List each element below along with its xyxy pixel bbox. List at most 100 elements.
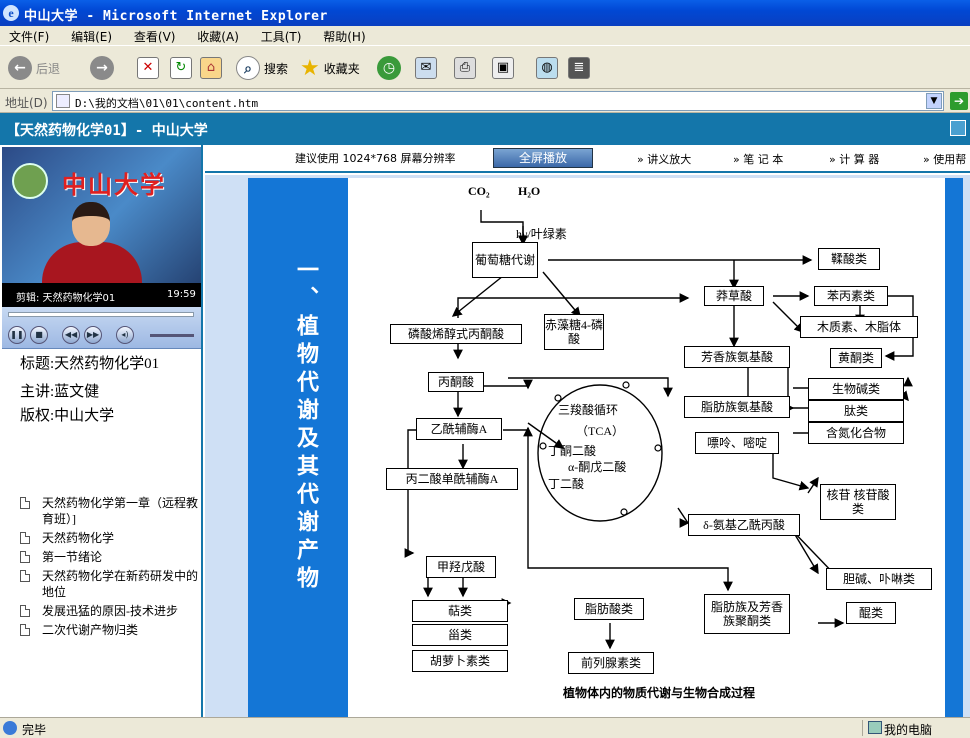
node-pep: 磷酸烯醇式丙酮酸 — [390, 324, 522, 344]
lecturer-head — [72, 202, 110, 246]
pause-button[interactable]: ❚❚ — [8, 326, 26, 344]
refresh-button[interactable]: ↻ — [170, 55, 192, 81]
back-arrow-icon: ← — [8, 56, 32, 80]
succinate-label: 丁二酸 — [548, 477, 585, 491]
document-icon — [20, 624, 30, 636]
node-glucose: 葡萄糖代谢 — [472, 242, 538, 278]
history-icon: ◷ — [377, 56, 401, 80]
slide-heading: 一、植物代谢及其代谢产物 — [293, 258, 319, 594]
document-icon — [20, 551, 30, 563]
mute-button[interactable]: ◂) — [116, 326, 134, 344]
node-n-compound: 含氮化合物 — [808, 422, 904, 444]
left-panel: 中山大学 剪辑: 天然药物化学01 19:59 ❚❚ ■ ◀◀ ▶▶ ◂) 标题… — [0, 145, 203, 717]
nav-help[interactable]: » 使用帮 — [923, 153, 967, 166]
stop-button[interactable]: ✕ — [137, 55, 159, 81]
node-flavonoid: 黄酮类 — [830, 348, 882, 368]
node-purine: 嘌呤、嘧啶 — [695, 432, 779, 454]
messenger-button[interactable]: ≣ — [568, 55, 590, 81]
chapter-link[interactable]: 天然药物化学 — [20, 530, 198, 546]
discuss-button[interactable]: ◍ — [536, 55, 558, 81]
node-aliphatic-aa: 脂肪族氨基酸 — [684, 396, 790, 418]
volume-slider[interactable] — [150, 334, 194, 337]
go-button[interactable]: ➔ — [950, 92, 968, 110]
node-shikimic: 莽草酸 — [704, 286, 764, 306]
media-player-controls: ❚❚ ■ ◀◀ ▶▶ ◂) — [2, 307, 201, 349]
edit-icon: ▣ — [492, 57, 514, 79]
page-done-icon — [3, 721, 17, 735]
toolbar: ← 后退 → ✕ ↻ ⌂ ⌕ 搜索 ★ 收藏夹 ◷ ✉ ⎙ ▣ ◍ ≣ — [0, 47, 970, 89]
clip-label: 剪辑: 天然药物化学01 — [16, 293, 116, 304]
slide-sidebar: 一、植物代谢及其代谢产物 — [248, 178, 348, 717]
site-title: 【天然药物化学01】- 中山大学 — [6, 123, 208, 139]
video-school-name: 中山大学 — [62, 170, 166, 199]
node-nucleoside: 核苷 核苷酸类 — [820, 484, 896, 520]
address-bar: 地址(D) D:\我的文档\01\01\content.htm ▼ ➔ — [0, 90, 970, 113]
restore-icon[interactable] — [950, 120, 966, 136]
node-quinone: 醌类 — [846, 602, 896, 624]
node-malonyl-coa: 丙二酸单酰辅酶A — [386, 468, 518, 490]
seek-slider[interactable] — [8, 312, 194, 317]
address-input[interactable]: D:\我的文档\01\01\content.htm ▼ — [52, 91, 944, 111]
fullscreen-button[interactable]: 全屏播放 — [493, 148, 593, 168]
stop-icon: ✕ — [137, 57, 159, 79]
back-button[interactable]: ← 后退 — [8, 55, 60, 81]
ketoglutarate-label: α-酮戊二酸 — [568, 460, 627, 474]
menu-help[interactable]: 帮助(H) — [323, 30, 366, 44]
print-button[interactable]: ⎙ — [454, 55, 476, 81]
menu-favorites[interactable]: 收藏(A) — [197, 30, 239, 44]
menu-file[interactable]: 文件(F) — [9, 30, 50, 44]
address-label: 地址(D) — [5, 96, 48, 110]
status-separator — [862, 720, 863, 736]
chapter-link[interactable]: 发展迅猛的原因-技术进步 — [20, 603, 198, 619]
next-button[interactable]: ▶▶ — [84, 326, 102, 344]
node-erythrose: 赤藻糖4-磷酸 — [544, 314, 604, 350]
course-lecturer: 主讲:蓝文健 — [20, 384, 100, 400]
stop-icon[interactable]: ■ — [30, 326, 48, 344]
node-mevalonate: 甲羟戊酸 — [426, 556, 496, 578]
edit-button[interactable]: ▣ — [492, 55, 514, 81]
address-value: D:\我的文档\01\01\content.htm — [75, 97, 259, 110]
document-icon — [20, 497, 30, 509]
nav-zoom-notes[interactable]: » 讲义放大 — [637, 153, 692, 166]
node-steroid: 甾类 — [412, 624, 508, 646]
h2o-label: H₂O — [518, 184, 541, 198]
video-frame[interactable]: 中山大学 剪辑: 天然药物化学01 19:59 — [2, 147, 201, 307]
document-icon — [20, 605, 30, 617]
photosynthesis-label: hν/叶绿素 — [516, 227, 567, 241]
node-phenylpropanoid: 苯丙素类 — [814, 286, 888, 306]
menu-tools[interactable]: 工具(T) — [260, 30, 302, 44]
address-dropdown-icon[interactable]: ▼ — [926, 93, 942, 109]
history-button[interactable]: ◷ — [377, 55, 401, 81]
course-info: 标题:天然药物化学01 主讲:蓝文健 版权:中山大学 — [20, 353, 200, 427]
menu-view[interactable]: 查看(V) — [133, 30, 176, 44]
chapter-link[interactable]: 天然药物化学在新药研发中的地位 — [20, 568, 198, 600]
ie-logo-icon: e — [3, 5, 19, 21]
title-bar: e 中山大学 - Microsoft Internet Explorer — [0, 0, 970, 26]
home-button[interactable]: ⌂ — [200, 55, 222, 81]
previous-button[interactable]: ◀◀ — [62, 326, 80, 344]
search-button[interactable]: ⌕ 搜索 — [236, 55, 288, 81]
forward-button[interactable]: → — [90, 55, 114, 81]
slide-right-bar — [945, 178, 963, 717]
nav-calculator[interactable]: » 计 算 器 — [829, 153, 880, 166]
co2-label: CO₂ — [468, 184, 490, 198]
node-aromatic-aa: 芳香族氨基酸 — [684, 346, 790, 368]
mail-button[interactable]: ✉ — [415, 55, 437, 81]
page-content: 【天然药物化学01】- 中山大学 中山大学 剪辑: 天然药物化学01 19:59… — [0, 113, 970, 717]
document-icon — [20, 570, 30, 582]
chapter-link[interactable]: 天然药物化学第一章（远程教育班）] — [20, 495, 198, 527]
node-polyketide: 脂肪族及芳香族聚酮类 — [704, 594, 790, 634]
nav-notebook[interactable]: » 笔 记 本 — [733, 153, 784, 166]
chapter-link[interactable]: 第一节绪论 — [20, 549, 198, 565]
chapter-link[interactable]: 二次代谢产物归类 — [20, 622, 198, 638]
favorites-button[interactable]: ★ 收藏夹 — [300, 55, 360, 81]
site-header: 【天然药物化学01】- 中山大学 — [0, 113, 970, 145]
menu-edit[interactable]: 编辑(E) — [71, 30, 113, 44]
zone-text: 我的电脑 — [884, 723, 933, 737]
node-peptide: 肽类 — [808, 400, 904, 422]
metabolism-diagram: CO₂ H₂O hν/叶绿素 葡萄糖代谢 磷酸烯醇式丙酮酸 赤藻糖4-磷酸 莽草… — [348, 178, 945, 717]
node-lignin: 木质素、木脂体 — [800, 316, 918, 338]
status-bar: 完毕 我的电脑 — [0, 717, 970, 738]
node-pyruvate: 丙酮酸 — [428, 372, 484, 392]
menu-bar: 文件(F) 编辑(E) 查看(V) 收藏(A) 工具(T) 帮助(H) — [0, 26, 970, 46]
